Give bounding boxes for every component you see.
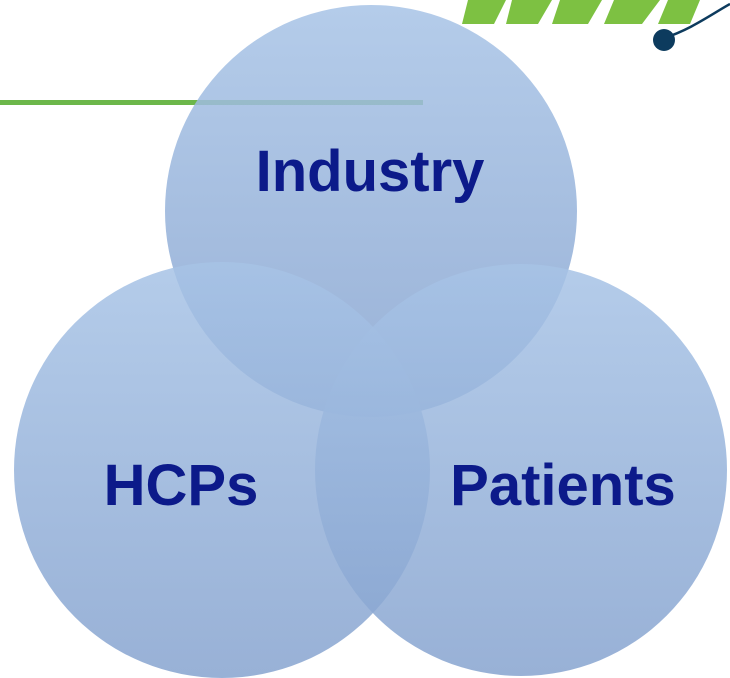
logo-green-stripe (552, 0, 602, 24)
patients-label: Patients (450, 453, 676, 518)
hcps-circle (14, 262, 430, 678)
venn-circles (14, 5, 727, 678)
hcps-label: HCPs (104, 453, 259, 518)
logo-green-stripe (462, 0, 506, 24)
patients-circle (315, 264, 727, 676)
logo-green-stripe (604, 0, 660, 24)
logo-green-stripe (506, 0, 552, 24)
logo-dot (653, 29, 675, 51)
industry-label: Industry (256, 139, 485, 204)
logo-green-stripe (658, 0, 700, 24)
logo-mark (462, 0, 730, 51)
